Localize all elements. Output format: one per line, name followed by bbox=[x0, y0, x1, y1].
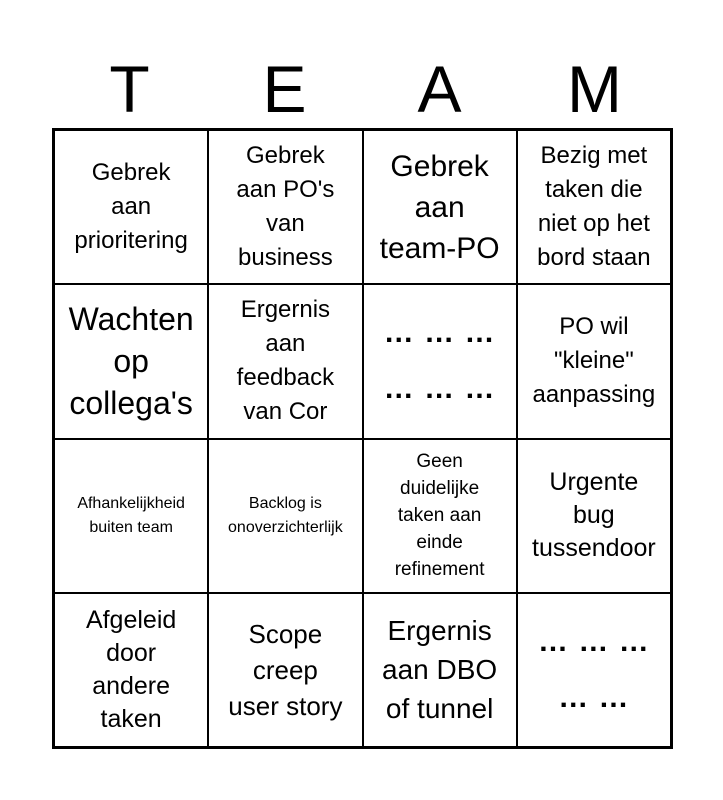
bingo-cell[interactable]: Wachten op collega's bbox=[54, 284, 209, 439]
bingo-cell[interactable]: Ergernis aan DBO of tunnel bbox=[362, 592, 517, 747]
bingo-cell[interactable]: Gebrek aan prioritering bbox=[54, 130, 209, 285]
bingo-cell[interactable]: Afhankelijkheid buiten team bbox=[54, 438, 209, 593]
bingo-cell[interactable]: Backlog is onoverzichterlijk bbox=[208, 438, 363, 593]
bingo-header: T E A M bbox=[52, 50, 672, 128]
bingo-cell[interactable]: … … … … … … bbox=[362, 284, 517, 439]
bingo-cell[interactable]: Geen duidelijke taken aan einde refineme… bbox=[362, 438, 517, 593]
bingo-cell[interactable]: Bezig met taken die niet op het bord sta… bbox=[516, 130, 671, 285]
bingo-grid: Gebrek aan prioritering Gebrek aan PO's … bbox=[52, 128, 673, 749]
header-letter-t: T bbox=[109, 52, 150, 126]
bingo-cell[interactable]: PO wil "kleine" aanpassing bbox=[516, 284, 671, 439]
bingo-cell[interactable]: … … … … … bbox=[516, 592, 671, 747]
header-letter-m: M bbox=[567, 52, 622, 126]
bingo-cell[interactable]: Afgeleid door andere taken bbox=[54, 592, 209, 747]
bingo-cell[interactable]: Ergernis aan feedback van Cor bbox=[208, 284, 363, 439]
header-letter-a: A bbox=[417, 52, 462, 126]
bingo-cell[interactable]: Urgente bug tussendoor bbox=[516, 438, 671, 593]
bingo-cell[interactable]: Gebrek aan team-PO bbox=[362, 130, 517, 285]
header-letter-e: E bbox=[262, 52, 307, 126]
bingo-cell[interactable]: Gebrek aan PO's van business bbox=[208, 130, 363, 285]
bingo-cell[interactable]: Scope creep user story bbox=[208, 592, 363, 747]
